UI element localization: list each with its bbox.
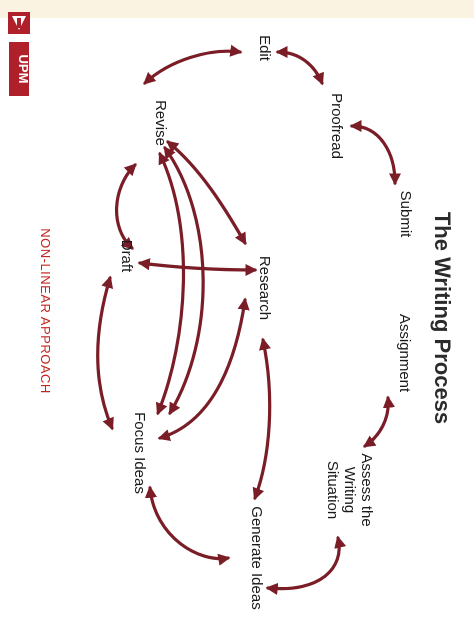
node-focus-ideas: Focus Ideas <box>131 412 148 494</box>
writing-process-diagram: The Writing Process Edit Proofread Submi… <box>96 35 455 610</box>
arrow-draft-focus <box>96 275 114 431</box>
arrow-research-focus <box>157 297 250 442</box>
node-assignment: Assignment <box>396 314 413 393</box>
arrow-research-generate <box>252 337 272 501</box>
approach-label-text: NON-LINEAR APPROACH <box>38 228 53 394</box>
node-edit: Edit <box>256 35 273 62</box>
arrow-edit-revise <box>143 44 243 85</box>
node-proofread: Proofread <box>328 93 345 159</box>
upm-logo: UPM <box>8 12 31 96</box>
node-draft: Draft <box>118 240 135 273</box>
logo-plate <box>9 42 29 96</box>
arrow-edit-proofread <box>275 45 324 86</box>
node-assess-line-2: Writing <box>341 467 358 513</box>
node-revise: Revise <box>152 100 169 146</box>
logo-text: UPM <box>16 55 31 84</box>
arrows-layer <box>96 44 402 595</box>
diagram-title: The Writing Process <box>430 212 455 424</box>
node-labels: Edit Proofread Submit Revise Research As… <box>118 35 414 610</box>
arrow-focus-generate <box>144 485 231 566</box>
arrow-generate-assess <box>265 535 347 595</box>
arrow-revise-draft <box>114 163 137 250</box>
logo-emblem-icon <box>8 12 30 34</box>
node-assess-line-1: Assess the <box>358 453 375 526</box>
node-generate-ideas: Generate Ideas <box>248 506 265 609</box>
arrow-revise-focus-inner <box>155 151 186 416</box>
arrow-assignment-assess <box>362 395 396 448</box>
arrow-draft-research <box>137 258 258 277</box>
node-research: Research <box>256 256 273 320</box>
arrow-proofread-submit <box>349 119 402 186</box>
approach-label: NON-LINEAR APPROACH <box>38 228 53 394</box>
node-assess-line-3: Situation <box>324 461 341 519</box>
top-strip <box>0 0 474 18</box>
node-submit: Submit <box>397 191 414 239</box>
